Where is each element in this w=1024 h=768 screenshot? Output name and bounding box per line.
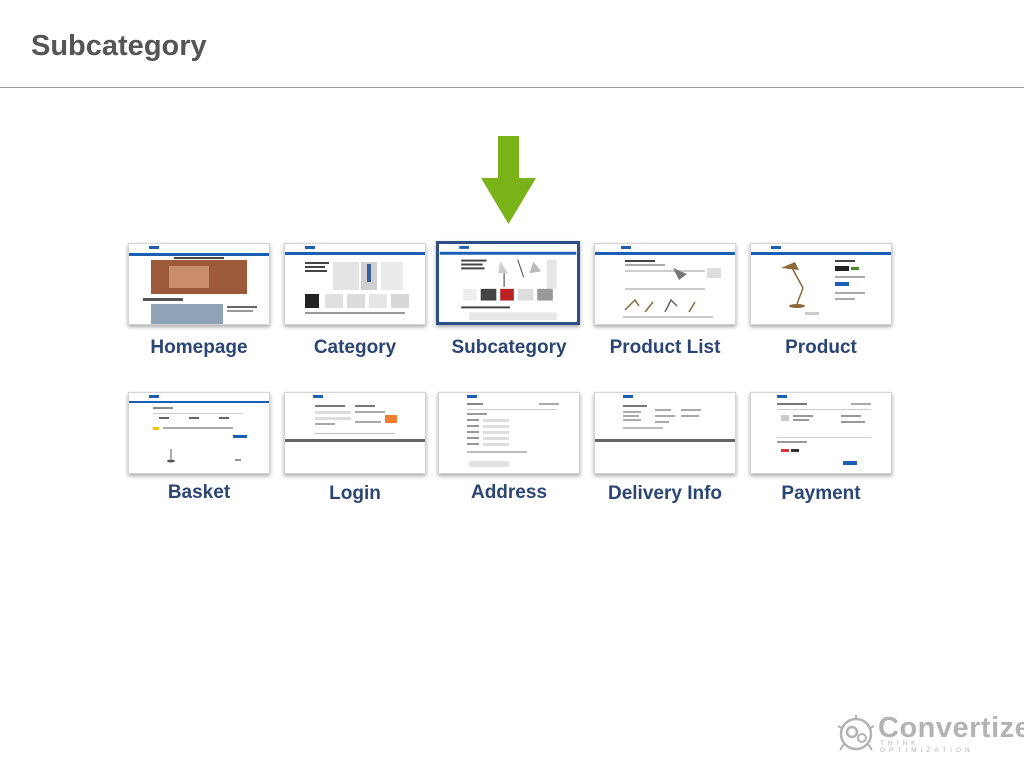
login-screenshot: [284, 392, 426, 474]
brand-tagline: THINK OPTIMIZATION: [880, 740, 974, 754]
delivery-info-screenshot: [594, 392, 736, 474]
funnel-step-label: Delivery Info: [607, 483, 723, 504]
basket-screenshot: [128, 392, 270, 474]
funnel-step-label: Login: [329, 483, 381, 504]
product-screenshot: [750, 243, 892, 325]
payment-screenshot: [750, 392, 892, 474]
funnel-step-label: Category: [313, 337, 397, 358]
funnel-step-label: Product List: [609, 337, 721, 358]
slide-title: Subcategory: [31, 30, 207, 62]
product-list-screenshot: [594, 243, 736, 325]
funnel-step-label: Subcategory: [451, 337, 567, 358]
brand-logo: Convertize THINK OPTIMIZATION: [836, 712, 1024, 756]
brand-name: Convertize: [878, 712, 1024, 744]
homepage-screenshot: [128, 243, 270, 325]
category-screenshot: [284, 243, 426, 325]
title-divider: [0, 87, 1024, 88]
funnel-step-label: Basket: [167, 482, 231, 503]
brain-gear-icon: [837, 715, 875, 751]
funnel-step-label: Payment: [781, 483, 861, 504]
funnel-step-label: Homepage: [150, 337, 248, 358]
address-screenshot: [438, 392, 580, 474]
down-arrow-icon: [481, 136, 536, 224]
funnel-step-label: Address: [470, 482, 548, 503]
subcategory-screenshot: [436, 241, 580, 325]
funnel-step-label: Product: [785, 337, 857, 358]
